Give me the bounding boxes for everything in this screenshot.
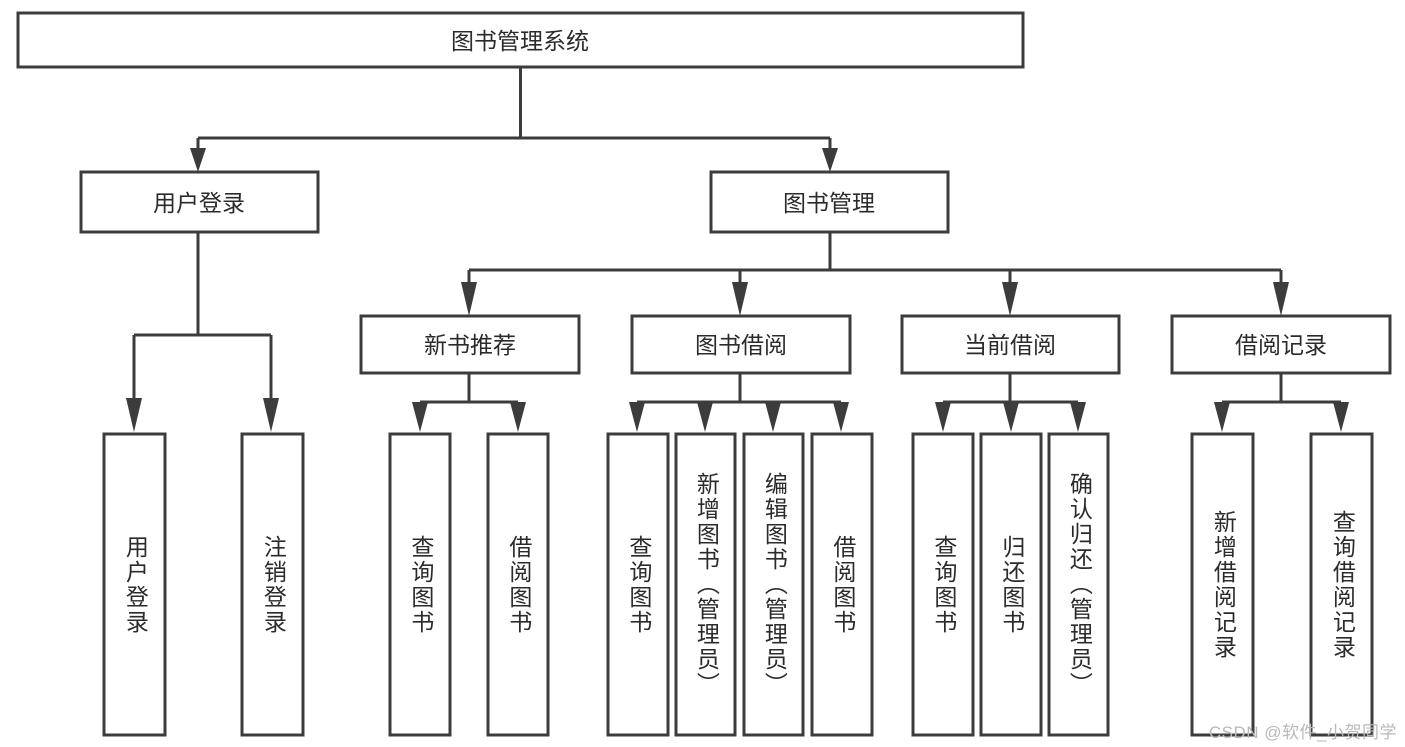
node-new-book-recommend[interactable]: 新书推荐 — [359, 314, 581, 375]
leaf-confirm-return-admin-label: 确认归还（管理员） — [1066, 472, 1093, 697]
arrow-current-borrow-leaf-1-icon — [1003, 402, 1019, 432]
node-book-management[interactable]: 图书管理 — [709, 170, 950, 234]
arrow-user-login-leaf-1-icon — [263, 398, 279, 432]
arrow-book-borrow-leaf-2-icon — [765, 402, 781, 432]
node-book-borrow[interactable]: 图书借阅 — [630, 314, 852, 375]
arrow-current-borrow-leaf-2-icon — [1070, 402, 1086, 432]
leaf-borrow-query-book-label: 查询图书 — [625, 534, 652, 635]
arrow-book-mgmt-child-1-icon — [732, 282, 748, 316]
leaf-node[interactable]: 编辑图书（管理员） — [742, 432, 805, 737]
leaf-user-login-box[interactable] — [102, 432, 167, 737]
leaf-borrow-book-box[interactable] — [810, 432, 874, 737]
arrow-borrow-record-leaf-1-icon — [1333, 402, 1349, 432]
leaf-query-borrow-record-box[interactable] — [1309, 432, 1374, 737]
leaf-logout-label: 注销登录 — [260, 534, 287, 635]
leaf-edit-book-admin-label: 编辑图书（管理员） — [761, 472, 788, 697]
node-root[interactable]: 图书管理系统 — [16, 11, 1025, 69]
node-root-box[interactable] — [16, 11, 1025, 69]
node-root-label: 图书管理系统 — [451, 28, 589, 54]
connector-layer — [126, 67, 1349, 432]
leaf-add-book-admin-label: 新增图书（管理员） — [693, 472, 720, 697]
arrow-book-mgmt-child-2-icon — [1002, 282, 1018, 316]
leaf-add-borrow-record-label: 新增借阅记录 — [1210, 509, 1237, 660]
leaf-node[interactable]: 查询图书 — [911, 432, 975, 737]
arrow-root-to-book-mgmt-icon — [822, 148, 838, 172]
leaf-recommend-borrow-book-label: 借阅图书 — [505, 534, 532, 635]
leaf-logout-box[interactable] — [240, 432, 305, 737]
leaf-return-book-label: 归还图书 — [998, 534, 1025, 635]
node-user-login-box[interactable] — [79, 170, 320, 234]
leaf-recommend-query-book-label: 查询图书 — [407, 534, 434, 635]
leaf-recommend-query-book-box[interactable] — [388, 432, 452, 737]
leaf-user-login-label: 用户登录 — [122, 534, 149, 635]
node-book-borrow-label: 图书借阅 — [695, 332, 787, 358]
arrow-book-mgmt-child-3-icon — [1273, 282, 1289, 316]
arrow-book-borrow-leaf-1-icon — [697, 402, 713, 432]
arrow-book-borrow-leaf-3-icon — [833, 402, 849, 432]
node-user-login[interactable]: 用户登录 — [79, 170, 320, 234]
node-borrow-record-label: 借阅记录 — [1235, 332, 1327, 358]
leaf-return-book-box[interactable] — [979, 432, 1043, 737]
node-current-borrow-box[interactable] — [900, 314, 1121, 375]
node-borrow-record[interactable]: 借阅记录 — [1170, 314, 1392, 375]
leaf-node[interactable]: 查询借阅记录 — [1309, 432, 1374, 737]
leaf-node[interactable]: 新增图书（管理员） — [674, 432, 737, 737]
leaf-node[interactable]: 注销登录 — [240, 432, 305, 737]
arrow-book-borrow-leaf-0-icon — [629, 402, 645, 432]
leaf-node[interactable]: 确认归还（管理员） — [1047, 432, 1110, 737]
leaf-node[interactable]: 新增借阅记录 — [1190, 432, 1255, 737]
arrow-user-login-leaf-0-icon — [126, 398, 142, 432]
leaf-query-borrow-record-label: 查询借阅记录 — [1329, 509, 1356, 660]
arrow-new-book-leaf-0-icon — [412, 402, 428, 432]
node-borrow-record-box[interactable] — [1170, 314, 1392, 375]
leaf-node[interactable]: 查询图书 — [388, 432, 452, 737]
leaf-node[interactable]: 借阅图书 — [810, 432, 874, 737]
leaf-add-borrow-record-box[interactable] — [1190, 432, 1255, 737]
leaf-node[interactable]: 查询图书 — [606, 432, 670, 737]
arrow-borrow-record-leaf-0-icon — [1214, 402, 1230, 432]
node-book-borrow-box[interactable] — [630, 314, 852, 375]
leaf-node[interactable]: 归还图书 — [979, 432, 1043, 737]
node-book-management-box[interactable] — [709, 170, 950, 234]
arrow-root-to-user-login-icon — [190, 148, 206, 172]
leaf-node[interactable]: 借阅图书 — [486, 432, 550, 737]
leaf-current-query-book-box[interactable] — [911, 432, 975, 737]
leaf-confirm-return-admin-box[interactable] — [1047, 432, 1110, 737]
node-new-book-recommend-label: 新书推荐 — [424, 332, 516, 358]
leaf-edit-book-admin-box[interactable] — [742, 432, 805, 737]
leaf-add-book-admin-box[interactable] — [674, 432, 737, 737]
leaf-current-query-book-label: 查询图书 — [930, 534, 957, 635]
node-current-borrow-label: 当前借阅 — [964, 332, 1056, 358]
node-user-login-label: 用户登录 — [153, 190, 245, 216]
leaf-borrow-query-book-box[interactable] — [606, 432, 670, 737]
node-current-borrow[interactable]: 当前借阅 — [900, 314, 1121, 375]
arrow-book-mgmt-child-0-icon — [461, 282, 477, 316]
arrow-new-book-leaf-1-icon — [510, 402, 526, 432]
leaf-borrow-book-label: 借阅图书 — [829, 534, 856, 635]
arrow-current-borrow-leaf-0-icon — [935, 402, 951, 432]
leaf-node[interactable]: 用户登录 — [102, 432, 167, 737]
leaf-recommend-borrow-book-box[interactable] — [486, 432, 550, 737]
node-new-book-recommend-box[interactable] — [359, 314, 581, 375]
node-book-management-label: 图书管理 — [783, 190, 875, 216]
